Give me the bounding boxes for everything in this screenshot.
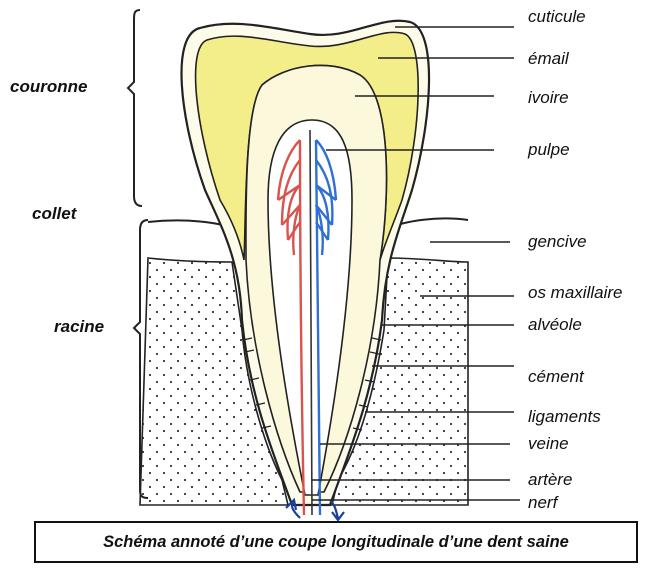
label-cement: cément: [528, 367, 585, 386]
caption-box: Schéma annoté d’une coupe longitudinale …: [34, 521, 638, 563]
label-ligaments: ligaments: [528, 407, 601, 426]
label-ivoire: ivoire: [528, 88, 569, 107]
label-email: émail: [528, 49, 570, 68]
label-racine: racine: [54, 317, 104, 336]
label-gencive: gencive: [528, 232, 587, 251]
label-collet: collet: [32, 204, 78, 223]
label-couronne: couronne: [10, 77, 87, 96]
label-alveole: alvéole: [528, 315, 582, 334]
label-artere: artère: [528, 470, 572, 489]
couronne-bracket: [128, 10, 142, 206]
label-pulpe: pulpe: [527, 140, 570, 159]
label-nerf: nerf: [528, 493, 560, 512]
label-os-maxillaire: os maxillaire: [528, 283, 622, 302]
diagram-caption: Schéma annoté d’une coupe longitudinale …: [103, 533, 569, 552]
label-cuticule: cuticule: [528, 7, 586, 26]
label-veine: veine: [528, 434, 569, 453]
